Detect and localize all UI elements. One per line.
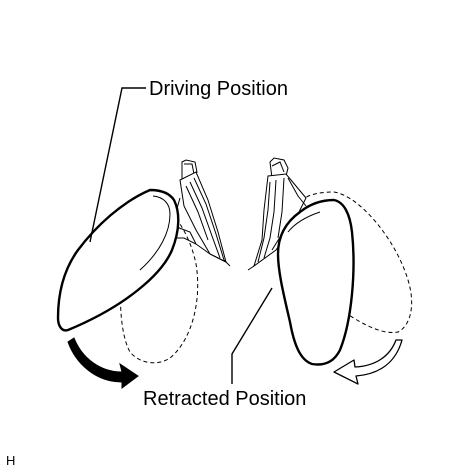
right-mirror-driving-housing — [276, 198, 355, 366]
retracted-position-label: Retracted Position — [143, 388, 307, 410]
curved-arrow-outline-icon — [333, 339, 403, 385]
retracted-position-leader-line — [231, 287, 273, 384]
driving-position-leader-line — [89, 87, 146, 243]
right-mirror-bracket — [247, 157, 307, 271]
left-mirror-driving-housing — [56, 188, 180, 332]
figure-code: H — [6, 453, 16, 468]
curved-arrow-filled-icon — [67, 337, 139, 389]
driving-position-label: Driving Position — [149, 78, 288, 100]
left-mirror-driving-inner — [139, 195, 171, 271]
right-mirror-retracted-outline — [291, 191, 413, 334]
right-mirror-driving-inner — [287, 211, 321, 233]
